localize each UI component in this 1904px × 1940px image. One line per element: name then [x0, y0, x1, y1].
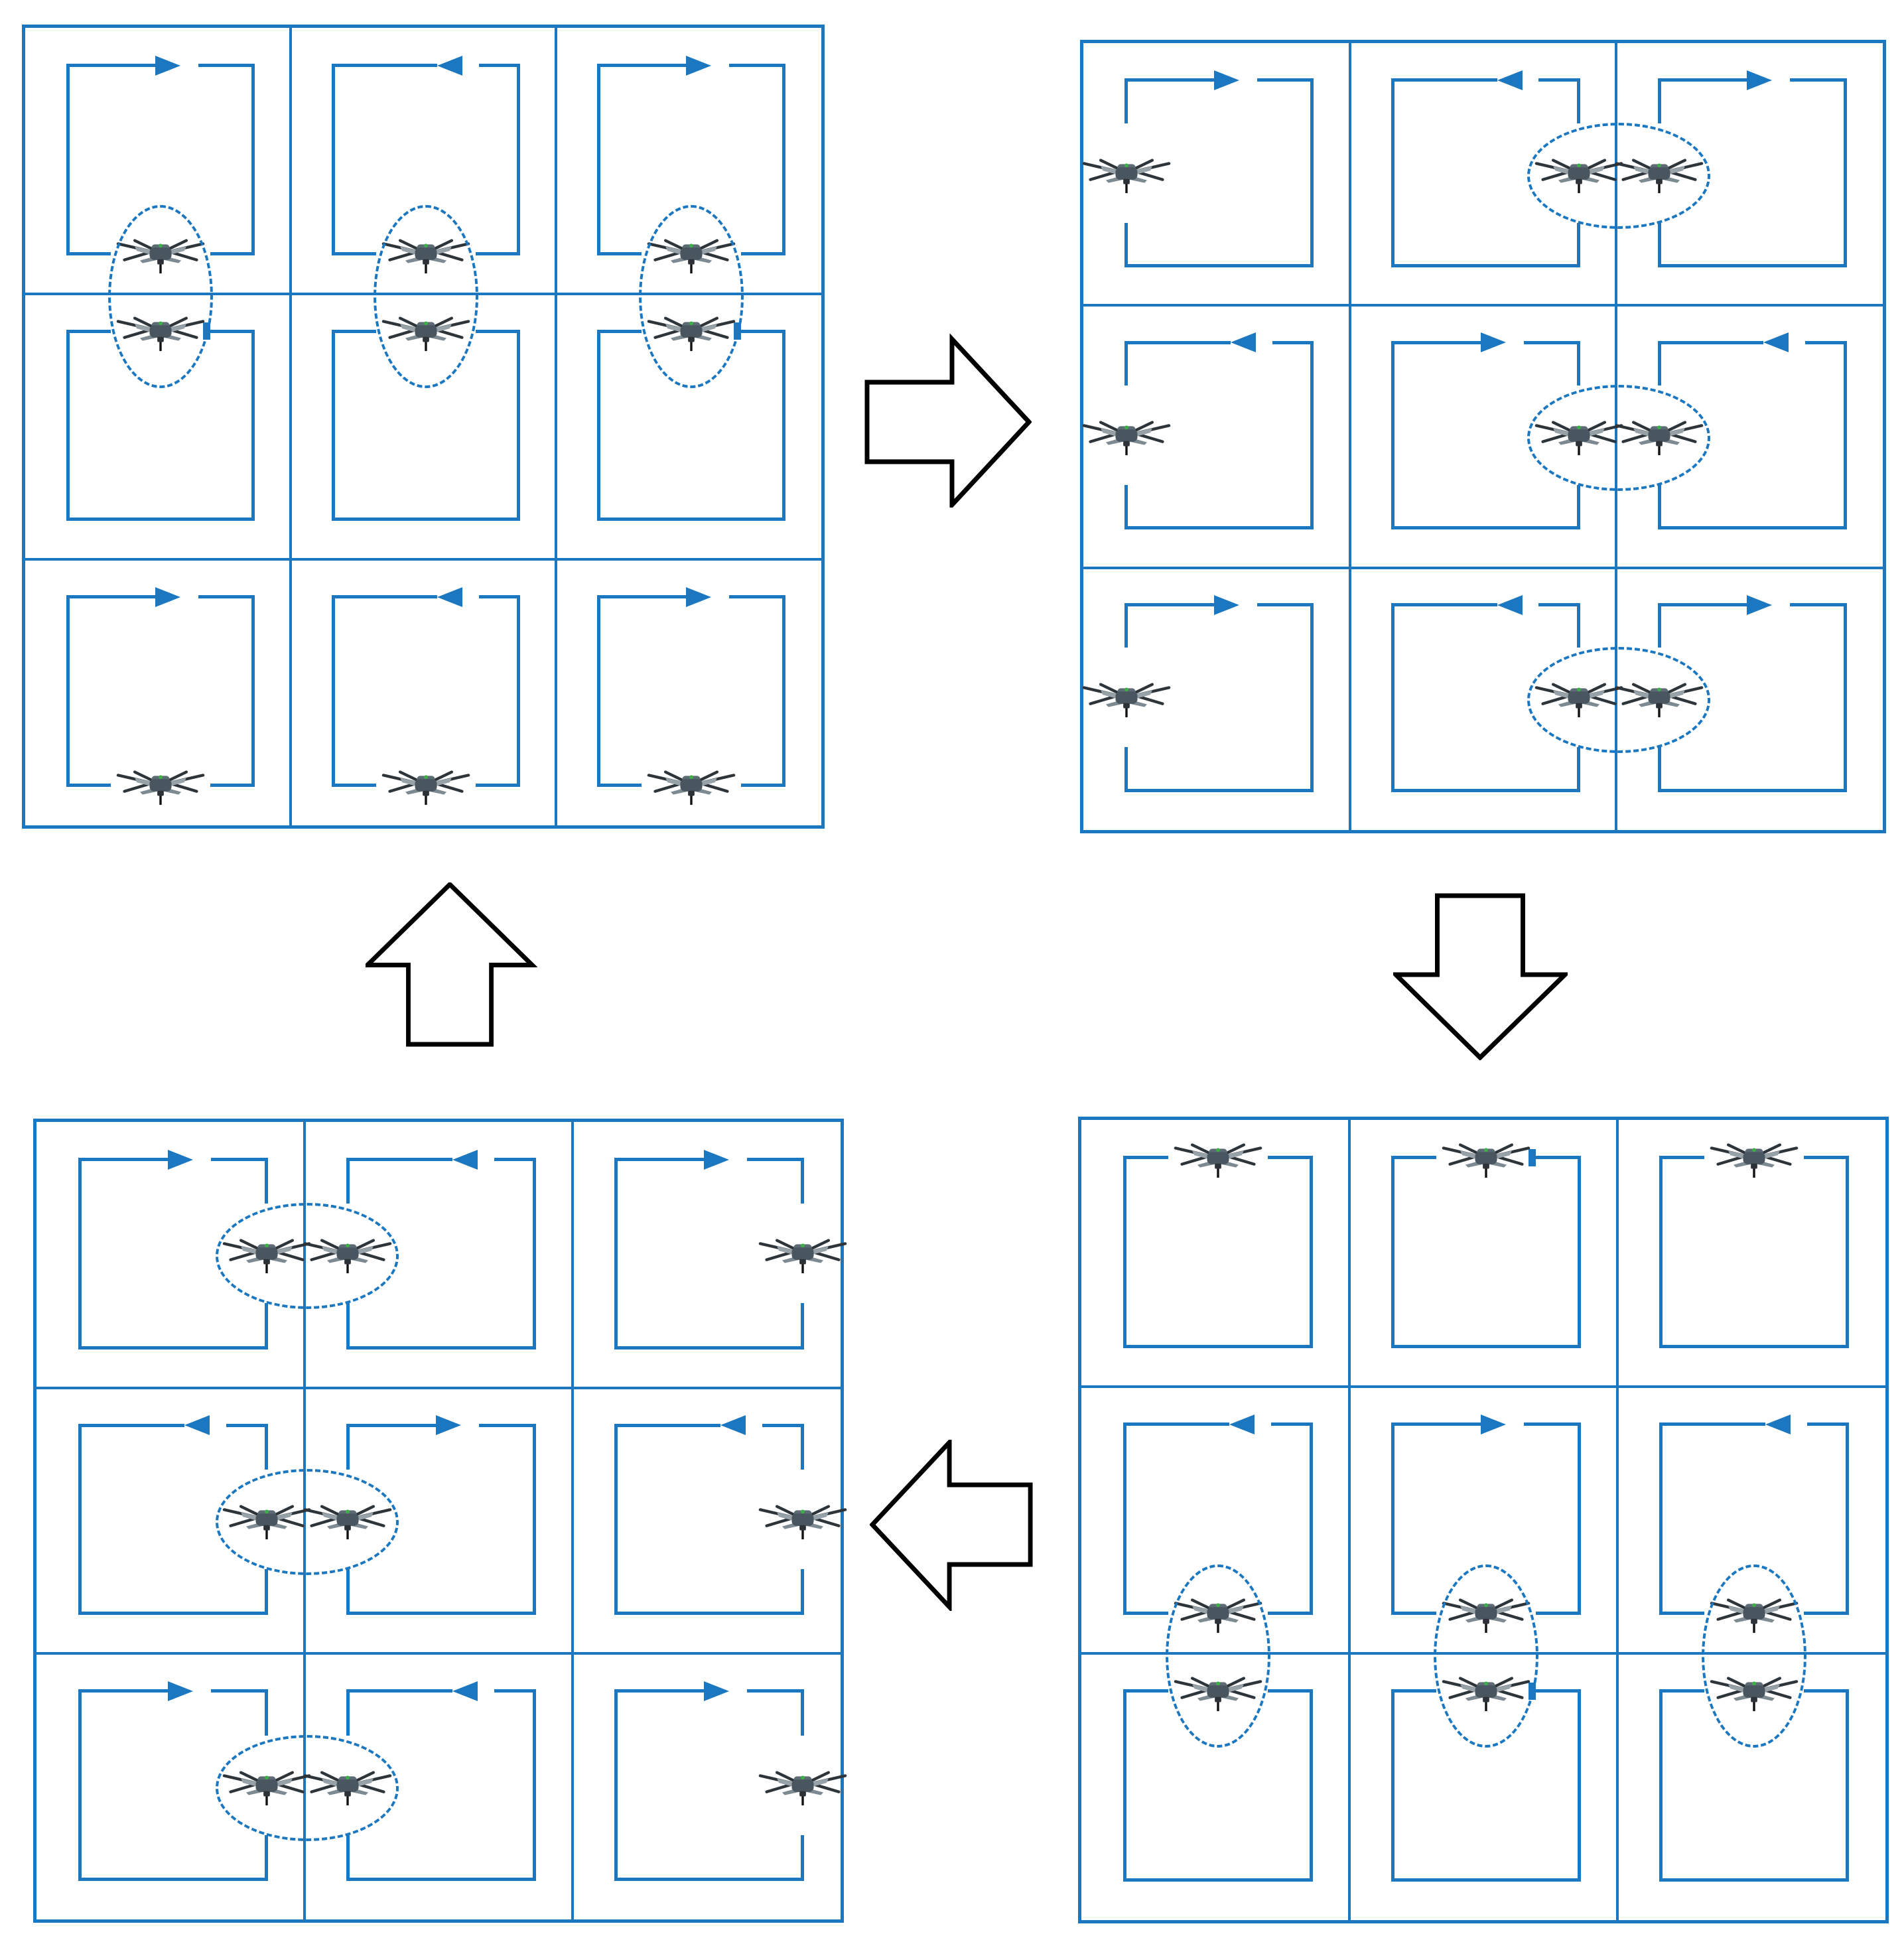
coordination-ellipse — [639, 204, 744, 388]
panel-bottom-left — [33, 1119, 844, 1923]
patrol-arrow-right — [1214, 594, 1240, 615]
coordination-ellipse — [216, 1468, 399, 1575]
coordination-ellipse — [1527, 647, 1711, 754]
path-end-cap — [1529, 1148, 1536, 1166]
patrol-arrow-right — [1747, 594, 1773, 615]
drone-icon — [1081, 668, 1172, 727]
drone-icon — [758, 1224, 848, 1282]
patrol-arrow-left — [1497, 594, 1523, 615]
grid-line-horizontal — [1083, 566, 1883, 569]
drone-icon — [381, 756, 471, 814]
patrol-arrow-left — [1765, 1414, 1791, 1434]
patrol-arrow-left — [437, 587, 463, 607]
grid-line-horizontal — [36, 1386, 841, 1389]
grid-line-horizontal — [1081, 1385, 1885, 1388]
patrol-arrow-right — [704, 1681, 730, 1701]
patrol-arrow-left — [437, 55, 463, 76]
patrol-arrow-right — [1214, 70, 1240, 90]
drone-icon — [1173, 1129, 1263, 1187]
cycle-arrow-down — [1393, 893, 1568, 1060]
patrol-arrow-right — [168, 1149, 194, 1170]
patrol-arrow-right — [686, 587, 712, 607]
grid-line-horizontal — [25, 558, 821, 561]
patrol-arrow-right — [1481, 1414, 1507, 1434]
coordination-ellipse — [1527, 122, 1711, 229]
patrol-arrow-right — [168, 1681, 194, 1701]
patrol-arrow-left — [184, 1415, 210, 1436]
patrol-arrow-left — [1229, 1414, 1255, 1434]
grid-line-horizontal — [36, 1652, 841, 1655]
patrol-arrow-right — [155, 55, 181, 76]
drone-icon — [1081, 406, 1172, 464]
drone-icon — [1081, 144, 1172, 202]
patrol-arrow-right — [1747, 70, 1773, 90]
drone-icon — [758, 1756, 848, 1815]
coordination-ellipse — [216, 1203, 399, 1310]
patrol-arrow-right — [436, 1415, 462, 1436]
cycle-arrow-left — [870, 1440, 1034, 1611]
drone-icon — [115, 756, 206, 814]
coordination-ellipse — [108, 204, 213, 388]
grid-line-horizontal — [1083, 304, 1883, 307]
coordination-ellipse — [216, 1734, 399, 1841]
grid-line-vertical — [1348, 1120, 1351, 1920]
patrol-arrow-right — [155, 587, 181, 607]
drone-icon — [758, 1490, 848, 1549]
coordination-ellipse — [1527, 385, 1711, 492]
coordination-ellipse — [1166, 1564, 1270, 1748]
patrol-arrow-left — [452, 1681, 478, 1701]
panel-top-right — [1080, 40, 1886, 833]
coordination-ellipse — [1702, 1564, 1806, 1748]
coordination-ellipse — [1434, 1564, 1538, 1748]
patrol-arrow-right — [704, 1149, 730, 1170]
grid-line-vertical — [1616, 1120, 1619, 1920]
grid-line-vertical — [1348, 43, 1351, 830]
grid-line-vertical — [555, 28, 557, 825]
patrol-arrow-left — [720, 1415, 746, 1436]
panel-top-left — [22, 25, 825, 829]
patrol-arrow-right — [1480, 332, 1506, 353]
grid-line-vertical — [571, 1122, 574, 1919]
cycle-arrow-up — [366, 882, 537, 1048]
panel-bottom-right — [1078, 1117, 1889, 1923]
drone-icon — [1441, 1129, 1531, 1187]
patrol-arrow-left — [452, 1149, 478, 1170]
patrol-arrow-left — [1763, 332, 1789, 353]
coordination-ellipse — [374, 204, 478, 388]
cycle-arrow-right — [864, 334, 1032, 508]
patrol-arrow-left — [1497, 70, 1523, 90]
grid-line-vertical — [289, 28, 292, 825]
patrol-arrow-right — [686, 55, 712, 76]
drone-icon — [1709, 1129, 1799, 1187]
patrol-arrow-left — [1230, 332, 1256, 353]
drone-icon — [646, 756, 736, 814]
